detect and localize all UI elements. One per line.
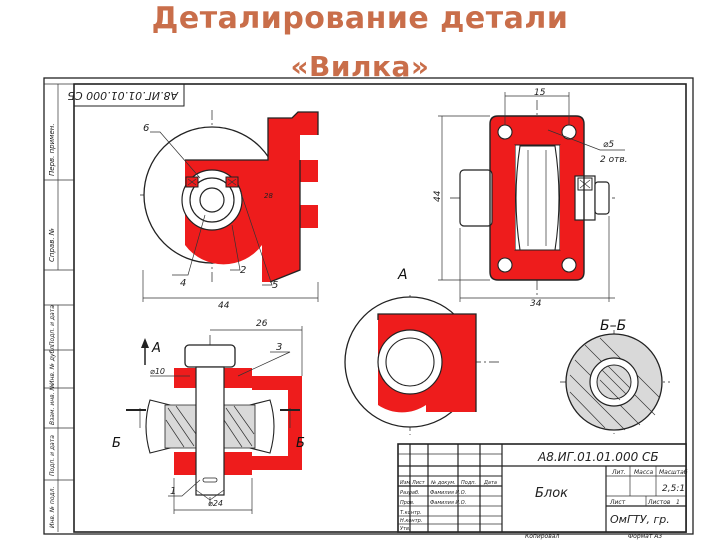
tb-sheets-label: Листов (647, 499, 671, 506)
callout-2: 2 (240, 265, 246, 276)
tb-header-doc: № докум. (430, 480, 456, 486)
tb-role-developer: Разраб. (400, 490, 420, 496)
tb-role-norm: Н.контр. (400, 518, 422, 524)
view-side: 15 44 34 ⌀5 2 отв. (433, 88, 628, 309)
hole-diameter: ⌀5 (603, 140, 614, 150)
hole-count: 2 отв. (600, 155, 628, 165)
title-block: А8.ИГ.01.01.000 СБ Блок Изм Лист № докум… (397, 443, 688, 533)
tb-header-rev: Изм (400, 480, 410, 486)
cut-label-left: Б (112, 436, 121, 451)
tb-header-sheet: Лист (411, 480, 426, 486)
tb-scale-value: 2,5:1 (662, 484, 685, 494)
cut-label-right: Б (296, 436, 305, 451)
dim-dia-24: ⌀24 (208, 499, 223, 508)
tb-role-approve: Утв. (400, 526, 411, 532)
strip-label-sign-date-2: Подп. и дата (49, 435, 56, 476)
title-line-1: Деталирование детали (151, 1, 569, 36)
strip-label-first-use: Перв. примен. (48, 123, 56, 176)
tb-name: Блок (535, 486, 568, 501)
strip-label-reference: Справ. № (48, 228, 56, 262)
view-a: А (344, 267, 500, 435)
section-bb: Б–Б (560, 318, 670, 434)
left-strip: Перв. примен. Справ. № Подп. и дата Инв.… (44, 83, 74, 532)
callout-3: 3 (276, 342, 282, 353)
dim-44-bottom: 44 (218, 301, 230, 311)
tb-developer-name: Фамилия И.О. (430, 490, 466, 496)
dim-dia-10: ⌀10 (150, 367, 165, 376)
dim-34: 34 (530, 299, 542, 309)
tb-sheet-label: Лист (609, 499, 626, 506)
tb-designation: А8.ИГ.01.01.000 СБ (537, 450, 659, 464)
callout-4: 4 (180, 278, 186, 289)
tb-header-date: Дата (483, 480, 497, 486)
callout-5: 5 (272, 280, 278, 291)
tb-col-scale: Масштаб (659, 469, 688, 476)
tb-role-checker: Пров. (400, 500, 415, 506)
view-section: Б Б А 26 ⌀10 3 1 ⌀24 (112, 319, 305, 514)
tb-col-lit: Лит. (611, 469, 626, 476)
tb-checker-name: Фамилия И.О. (430, 500, 466, 506)
tb-role-tech: Т.контр. (400, 510, 422, 516)
view-a-arrow-label: А (151, 341, 161, 356)
dim-26: 26 (256, 319, 268, 329)
drawing-frame (73, 83, 687, 533)
tb-copied: Копировал (525, 533, 559, 540)
strip-label-sign-date-1: Подп. и дата (49, 305, 56, 346)
dim-small: 28 (264, 192, 273, 200)
strip-label-dup-inv: Инв. № дубл. (49, 344, 56, 385)
tb-header-sign: Подп. (461, 480, 476, 486)
dim-15: 15 (534, 88, 546, 98)
tb-format: Формат А3 (628, 533, 662, 540)
rotated-designation: А8.ИГ.01.01.000 СБ (67, 89, 179, 102)
tb-sheets-value: 1 (676, 499, 680, 506)
callout-6: 6 (143, 123, 149, 134)
callout-1: 1 (170, 486, 176, 497)
tb-col-mass: Масса (634, 469, 653, 476)
tb-organization: ОмГТУ, гр. (610, 513, 670, 526)
strip-label-original-inv: Инв. № подл. (49, 487, 56, 528)
section-bb-label: Б–Б (600, 318, 626, 334)
view-end: 6 4 2 5 28 44 (140, 110, 319, 311)
view-a-label: А (397, 267, 408, 283)
strip-label-replace-inv: Взам. инв. № (49, 384, 56, 425)
rotated-designation-box: А8.ИГ.01.01.000 СБ (67, 83, 185, 107)
dim-44-vertical: 44 (433, 190, 443, 202)
